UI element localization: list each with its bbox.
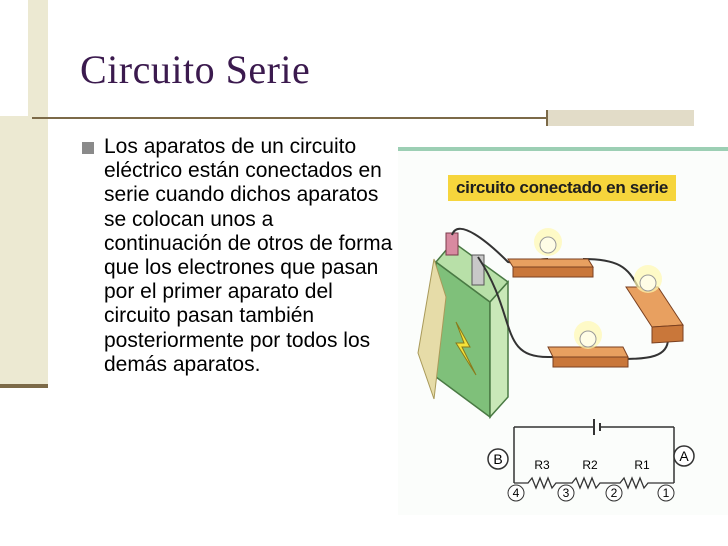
title-divider [32, 117, 692, 119]
point-label-2: 2 [611, 486, 618, 500]
resistor-label-r3: R3 [534, 458, 550, 472]
decorative-side-bar-line [0, 384, 48, 388]
series-schematic: B A R3 R2 R1 4 3 2 1 [487, 419, 695, 502]
bullet-square-icon [82, 142, 94, 154]
bulb-board-2 [625, 265, 684, 344]
resistor-label-r1: R1 [634, 458, 650, 472]
decorative-side-bar [0, 116, 48, 388]
bulb-board-1 [507, 228, 594, 278]
circuit-drawing: B A R3 R2 R1 4 3 2 1 [398, 147, 728, 515]
circuit-illustration: B A R3 R2 R1 4 3 2 1 circuito conectado … [398, 147, 728, 515]
point-label-3: 3 [563, 486, 570, 500]
point-label-4: 4 [513, 486, 520, 500]
resistor-label-r2: R2 [582, 458, 598, 472]
bulb-board-3 [547, 321, 629, 368]
point-label-1: 1 [663, 486, 670, 500]
node-label-a: A [679, 448, 689, 464]
figure-caption: circuito conectado en serie [448, 175, 677, 201]
battery-icon [417, 232, 510, 419]
slide-title: Circuito Serie [80, 47, 311, 92]
slide-body-text: Los aparatos de un circuito eléctrico es… [104, 135, 393, 376]
node-label-b: B [493, 451, 502, 467]
title-divider-accent [546, 110, 694, 126]
decorative-side-bar-top [28, 0, 48, 116]
